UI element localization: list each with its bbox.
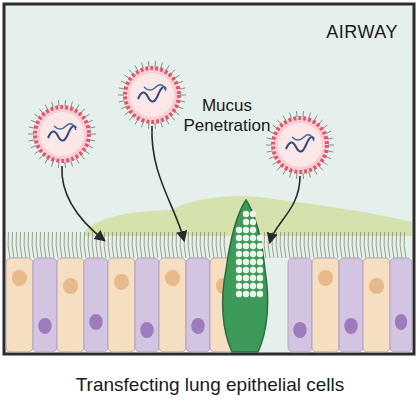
nanoparticle xyxy=(266,111,334,179)
arrows xyxy=(62,126,300,242)
process-label: Mucus Penetration xyxy=(172,96,282,135)
cell xyxy=(159,258,186,352)
cell xyxy=(312,258,339,352)
nanoparticles xyxy=(28,61,334,179)
cell xyxy=(363,258,390,352)
cell xyxy=(57,258,84,352)
cell xyxy=(33,258,57,352)
cell xyxy=(108,258,135,352)
cell xyxy=(135,258,159,352)
cell xyxy=(84,258,108,352)
caption: Transfecting lung epithelial cells xyxy=(0,374,420,396)
nanoparticle xyxy=(28,100,96,168)
panel xyxy=(4,4,414,354)
cell xyxy=(186,258,210,352)
cell xyxy=(390,258,412,352)
cell xyxy=(288,258,312,352)
epithelial-cells xyxy=(6,258,412,352)
goblet-cell xyxy=(223,200,268,352)
cell xyxy=(339,258,363,352)
cilia xyxy=(8,232,406,258)
cell xyxy=(6,258,33,352)
region-label: AIRWAY xyxy=(326,22,398,43)
nanoparticle xyxy=(118,61,186,129)
